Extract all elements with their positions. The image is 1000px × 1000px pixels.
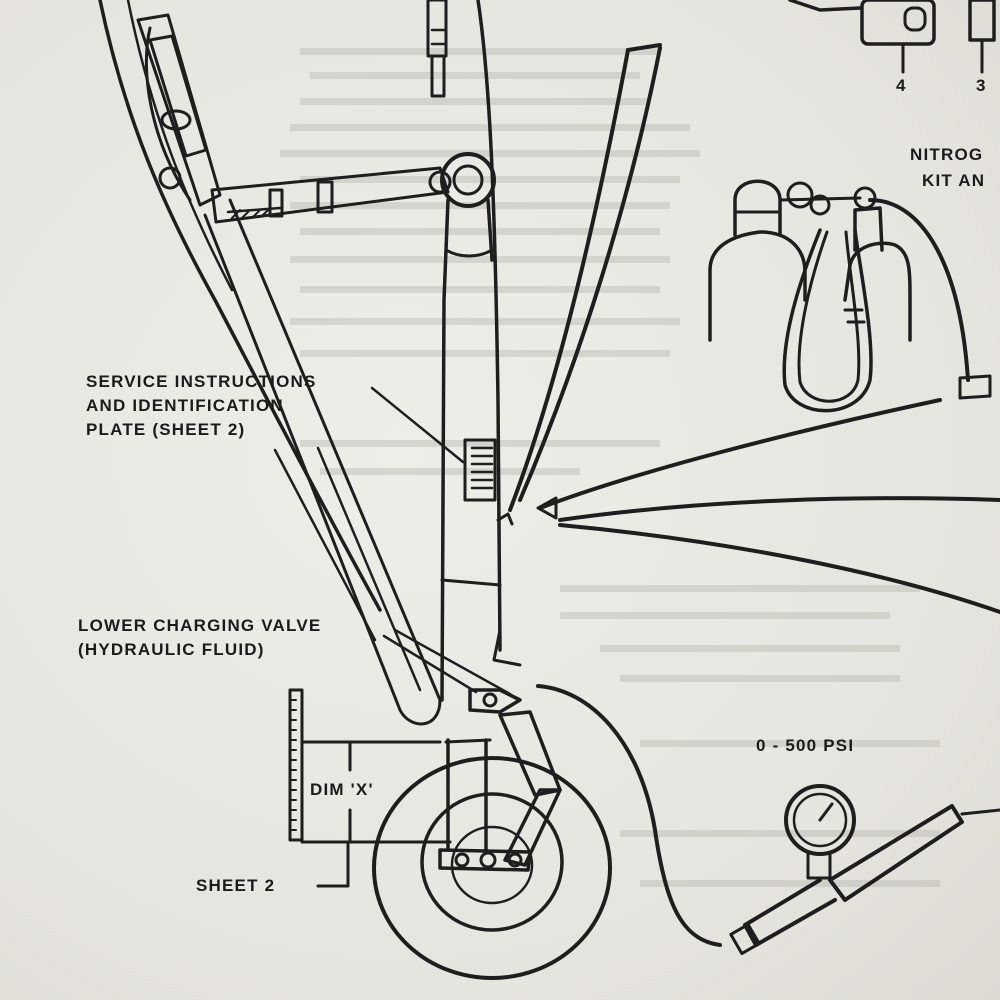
nitrogen-kit-label-line1: NITROG	[910, 145, 984, 164]
side-link-actuator	[210, 166, 452, 224]
service-plate-label: SERVICE INSTRUCTIONS AND IDENTIFICATION …	[86, 370, 317, 442]
leader-lines	[273, 386, 512, 696]
upper-fitting	[426, 0, 448, 98]
nitrogen-bottle-kit	[708, 179, 992, 413]
torque-links	[468, 688, 562, 867]
service-instructions-plate	[463, 438, 497, 502]
nitrogen-kit-label-line2: KIT AN	[922, 171, 986, 190]
fairing-edge-outer	[98, 0, 382, 612]
main-strut	[440, 0, 522, 702]
lower-charging-valve-label: LOWER CHARGING VALVE (HYDRAULIC FLUID)	[78, 614, 321, 662]
service-plate-label-line1: SERVICE INSTRUCTIONS	[86, 372, 317, 391]
service-plate-label-line3: PLATE (SHEET 2)	[86, 420, 246, 439]
gauge-range-label: 0 - 500 PSI	[756, 736, 855, 755]
wheel-fender	[536, 684, 722, 947]
dim-x-label: DIM 'X'	[310, 780, 374, 799]
pressure-gauge-assembly	[729, 784, 1000, 956]
callout-3: 3	[976, 76, 987, 95]
service-hoses	[508, 43, 1000, 614]
sheet-2-label: SHEET 2	[196, 876, 276, 895]
callout-4: 4	[896, 76, 907, 95]
lower-charging-valve-label-line1: LOWER CHARGING VALVE	[78, 616, 322, 635]
top-right-fittings	[788, 0, 996, 74]
lower-charging-valve-label-line2: (HYDRAULIC FLUID)	[78, 640, 265, 659]
wheel-tire	[372, 756, 612, 980]
fairing-edge-inner	[126, 0, 234, 292]
service-plate-label-line2: AND IDENTIFICATION	[86, 396, 284, 415]
nitrogen-kit-label: NITROG KIT AN	[910, 142, 985, 194]
dim-x-ruler	[288, 688, 452, 888]
